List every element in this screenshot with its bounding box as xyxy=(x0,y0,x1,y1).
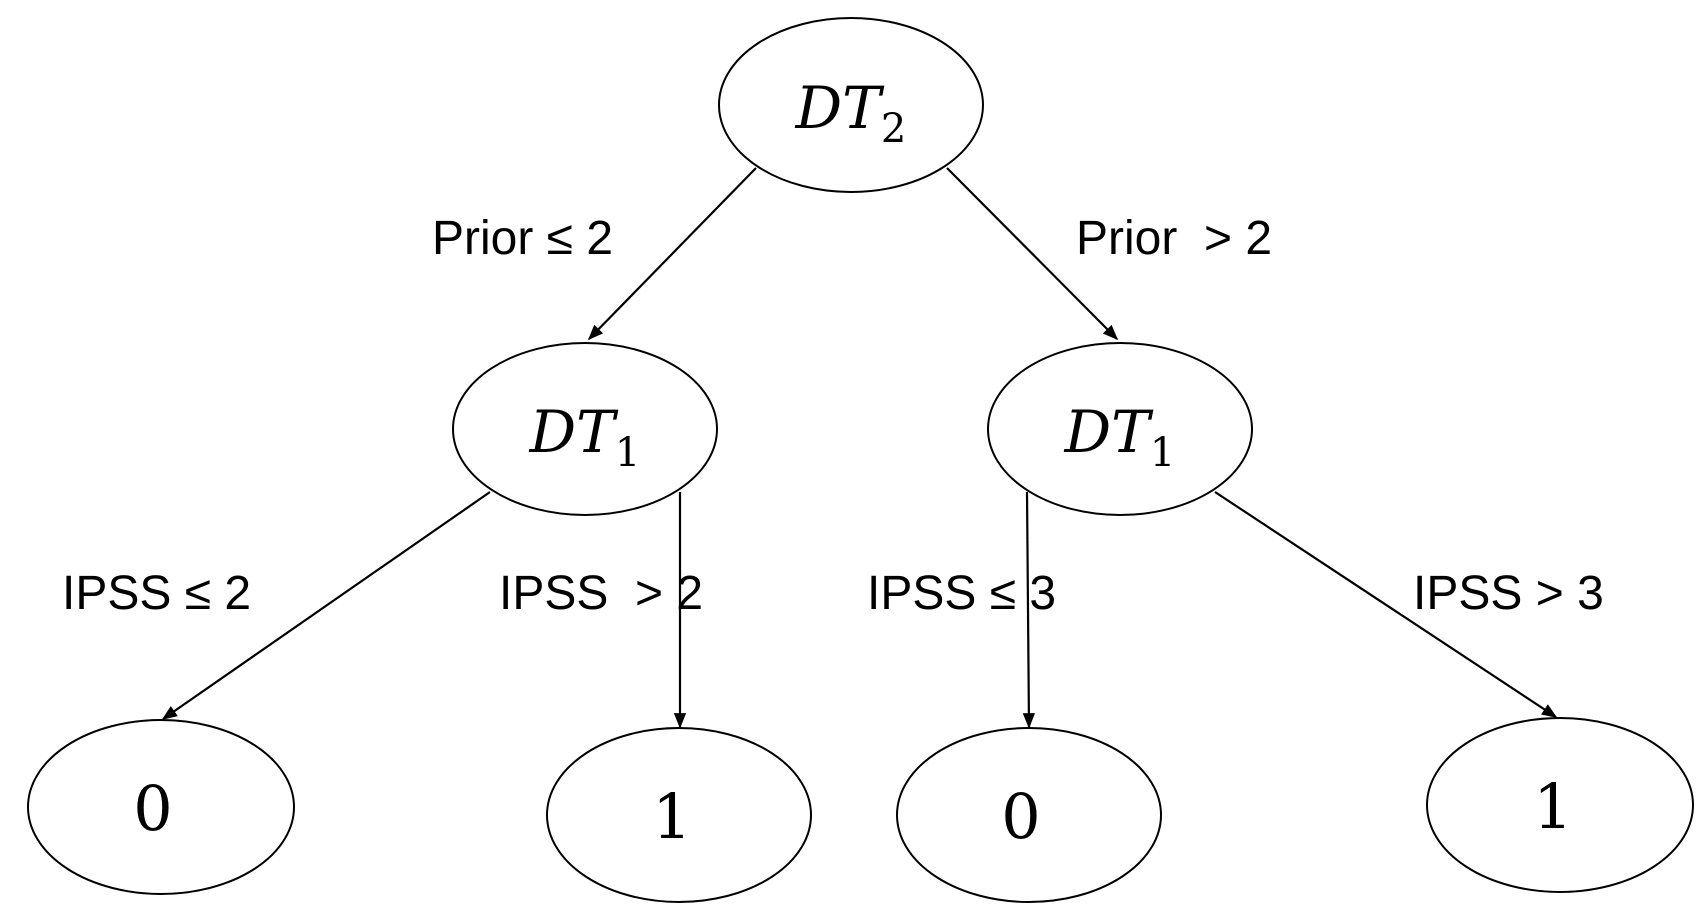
leaf-node-2-label: 1 xyxy=(652,780,691,853)
edge-label-ipss-le-3: IPSS ≤ 3 xyxy=(867,567,1056,620)
leaf-node-3-label: 0 xyxy=(1001,780,1040,853)
edge-root-left xyxy=(587,167,757,341)
node-root-main: DT xyxy=(795,74,886,142)
edge-right-leaf4 xyxy=(1214,491,1558,718)
leaf-node-3: 0 xyxy=(896,727,1162,903)
svg-text:DT1: DT1 xyxy=(1064,398,1176,476)
edge-root-right xyxy=(946,167,1119,341)
edge-right-leaf3 xyxy=(1022,491,1036,729)
edge-label-prior-gt-2: Prior > 2 xyxy=(1076,212,1272,265)
edge-label-prior-le-2: Prior ≤ 2 xyxy=(432,212,613,265)
edge-left-leaf1 xyxy=(161,491,491,720)
node-right: DT1 xyxy=(987,342,1253,516)
leaf-node-1-label: 0 xyxy=(133,772,172,845)
leaf-node-4: 1 xyxy=(1426,717,1694,893)
leaf-node-4-label: 1 xyxy=(1533,770,1572,843)
node-root: DT2 xyxy=(718,17,984,193)
svg-text:DT1: DT1 xyxy=(529,398,641,476)
leaf-node-1: 0 xyxy=(27,719,295,895)
node-left: DT1 xyxy=(452,342,718,516)
edge-label-ipss-le-2-left: IPSS ≤ 2 xyxy=(62,567,251,620)
edge-label-ipss-gt-2: IPSS > 2 xyxy=(499,567,703,620)
leaf-node-2: 1 xyxy=(546,727,812,903)
edge-label-ipss-gt-3: IPSS > 3 xyxy=(1413,567,1604,620)
node-left-sub: 1 xyxy=(615,430,640,476)
node-root-sub: 2 xyxy=(881,106,906,152)
node-left-main: DT xyxy=(529,398,620,466)
svg-text:DT2: DT2 xyxy=(795,74,907,152)
node-right-sub: 1 xyxy=(1150,430,1175,476)
node-right-main: DT xyxy=(1064,398,1155,466)
